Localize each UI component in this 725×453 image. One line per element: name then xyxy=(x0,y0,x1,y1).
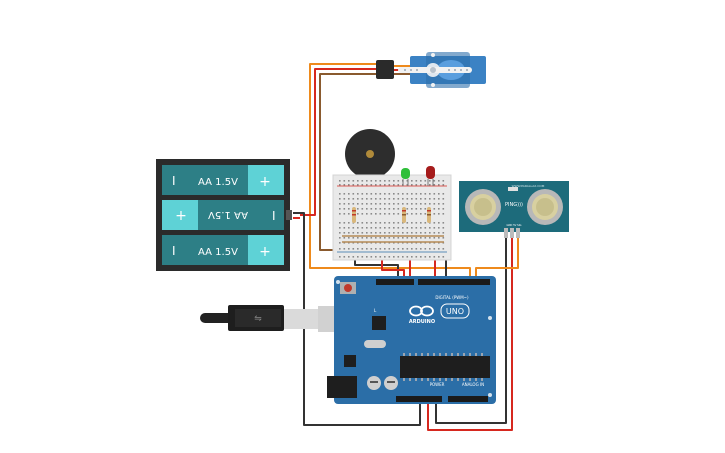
analog-label: ANALOG IN xyxy=(462,382,484,387)
power-label: POWER xyxy=(430,382,445,387)
cell-1-minus: I xyxy=(172,174,176,188)
cell-1-plus: + xyxy=(259,174,271,190)
wire-battery-ground[interactable] xyxy=(293,212,421,426)
ping-site: WWW.PARALLAX.COM xyxy=(512,184,545,188)
cell-3-plus: + xyxy=(259,244,271,260)
cell-2-minus: I xyxy=(272,209,276,223)
led-green[interactable] xyxy=(401,168,410,186)
ultrasonic-sensor[interactable]: PING))) WWW.PARALLAX.COM GND 5V SIG xyxy=(459,181,569,238)
cell-3-label: AA 1.5V xyxy=(198,247,238,258)
cell-1-label: AA 1.5V xyxy=(198,177,238,188)
l-label: L xyxy=(374,308,377,313)
wire-servo-ground[interactable] xyxy=(319,73,378,251)
usb-icon: ⇋ xyxy=(254,314,262,324)
ping-pins: GND 5V SIG xyxy=(507,223,522,227)
cell-2-plus: + xyxy=(175,208,187,224)
usb-cable[interactable]: ⇋ xyxy=(200,305,358,332)
digital-label: DIGITAL (PWM~) xyxy=(435,295,469,300)
resistor-1[interactable] xyxy=(352,207,356,223)
breadboard[interactable] xyxy=(332,174,452,261)
servo-motor[interactable] xyxy=(376,52,486,88)
arduino-logo xyxy=(409,305,434,317)
piezo-buzzer[interactable] xyxy=(345,129,395,179)
wire-servo-signal[interactable] xyxy=(309,63,471,283)
wire-servo-power[interactable] xyxy=(300,68,378,216)
battery-cell-3: I AA 1.5V + xyxy=(162,235,284,265)
servo-connector xyxy=(376,60,394,79)
battery-pack[interactable]: I AA 1.5V + + AA 1.5V I I AA 1.5V + xyxy=(156,159,292,271)
wire-arduino-5v[interactable] xyxy=(427,238,513,431)
wire-arduino-gnd[interactable] xyxy=(435,238,507,424)
battery-cell-1: I AA 1.5V + xyxy=(162,165,284,195)
wire-ping-signal[interactable] xyxy=(475,238,519,283)
led-red[interactable] xyxy=(426,166,435,186)
arduino-model: UNO xyxy=(446,307,464,316)
cell-2-label: AA 1.5V xyxy=(208,209,248,220)
resistor-2[interactable] xyxy=(402,207,406,223)
cell-3-minus: I xyxy=(172,244,176,258)
resistor-3[interactable] xyxy=(427,207,431,223)
arduino-brand: ARDUINO xyxy=(409,319,435,325)
ping-label: PING))) xyxy=(505,202,523,208)
arduino-uno[interactable]: DIGITAL (PWM~) TX RX L ARDUINO UNO POWER… xyxy=(327,276,496,404)
battery-cell-2: + AA 1.5V I xyxy=(162,200,284,230)
